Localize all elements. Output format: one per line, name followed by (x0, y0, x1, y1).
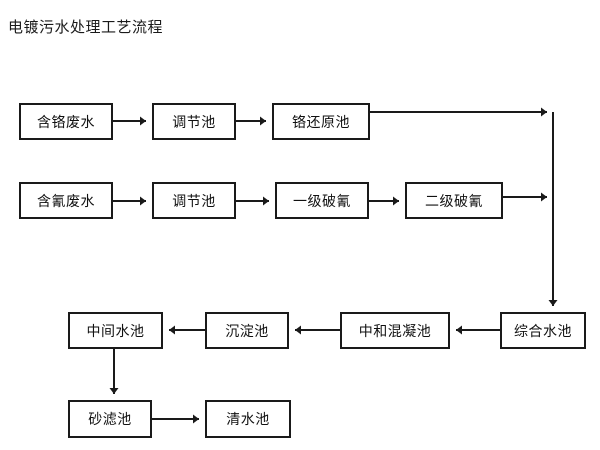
edge-intermediate-to-sand (109, 349, 119, 394)
arrowhead-right (140, 116, 146, 126)
arrowhead-down (109, 388, 119, 394)
node-label: 调节池 (172, 114, 216, 131)
node-chrome-wastewater[interactable]: 含铬废水 (19, 103, 113, 140)
edge-chrome-to-adjust1 (113, 116, 146, 126)
node-label: 调节池 (172, 193, 216, 210)
arrowhead-left (295, 325, 301, 335)
edge-neutral-to-sediment (295, 325, 340, 335)
node-adjust-tank-2[interactable]: 调节池 (152, 182, 236, 219)
node-cyanide-break-2[interactable]: 二级破氰 (405, 182, 503, 219)
node-label: 含铬废水 (37, 114, 95, 131)
arrowhead-right (263, 196, 269, 206)
node-neutral-coagulation[interactable]: 中和混凝池 (340, 312, 450, 349)
node-cyanide-break-1[interactable]: 一级破氰 (275, 182, 369, 219)
page-title: 电镀污水处理工艺流程 (8, 18, 164, 36)
node-label: 清水池 (226, 412, 270, 428)
arrowhead-left (456, 325, 462, 335)
node-intermediate-tank[interactable]: 中间水池 (68, 312, 163, 349)
edge-break2-to-bus (503, 192, 547, 202)
node-sand-filter-tank[interactable]: 砂滤池 (68, 400, 152, 438)
node-label: 沉淀池 (225, 323, 269, 340)
edge-adjust2-to-break1 (236, 196, 269, 206)
edge-sand-to-clean (152, 414, 199, 424)
node-label: 砂滤池 (88, 412, 132, 428)
arrowhead-right (193, 414, 199, 424)
arrowhead-down (548, 300, 558, 306)
edge-sediment-to-intermediate (169, 325, 205, 335)
node-label: 铬还原池 (292, 114, 350, 131)
edge-reduction-to-bus (370, 107, 547, 117)
arrowhead-left (169, 325, 175, 335)
node-cyanide-wastewater[interactable]: 含氰废水 (19, 182, 113, 219)
node-label: 中和混凝池 (358, 323, 432, 340)
node-label: 二级破氰 (425, 193, 483, 210)
arrowhead-right (541, 192, 547, 202)
arrowhead-right (140, 196, 146, 206)
arrowhead-right (541, 107, 547, 117)
arrowhead-right (393, 196, 399, 206)
node-label: 含氰废水 (37, 193, 95, 210)
node-clean-water-tank[interactable]: 清水池 (205, 400, 291, 438)
edge-bus-to-comprehensive (548, 112, 558, 306)
node-label: 一级破氰 (293, 193, 351, 210)
node-sedimentation-tank[interactable]: 沉淀池 (205, 312, 289, 349)
edge-comprehensive-to-neutral (456, 325, 500, 335)
edge-adjust1-to-reduction (236, 116, 266, 126)
node-comprehensive-tank[interactable]: 综合水池 (500, 312, 586, 349)
arrowhead-right (260, 116, 266, 126)
node-adjust-tank-1[interactable]: 调节池 (152, 103, 236, 140)
node-chrome-reduction-tank[interactable]: 铬还原池 (272, 103, 370, 140)
node-label: 综合水池 (514, 323, 572, 340)
node-label: 中间水池 (86, 323, 145, 340)
edge-cyanide-to-adjust2 (113, 196, 146, 206)
edge-break1-to-break2 (369, 196, 399, 206)
